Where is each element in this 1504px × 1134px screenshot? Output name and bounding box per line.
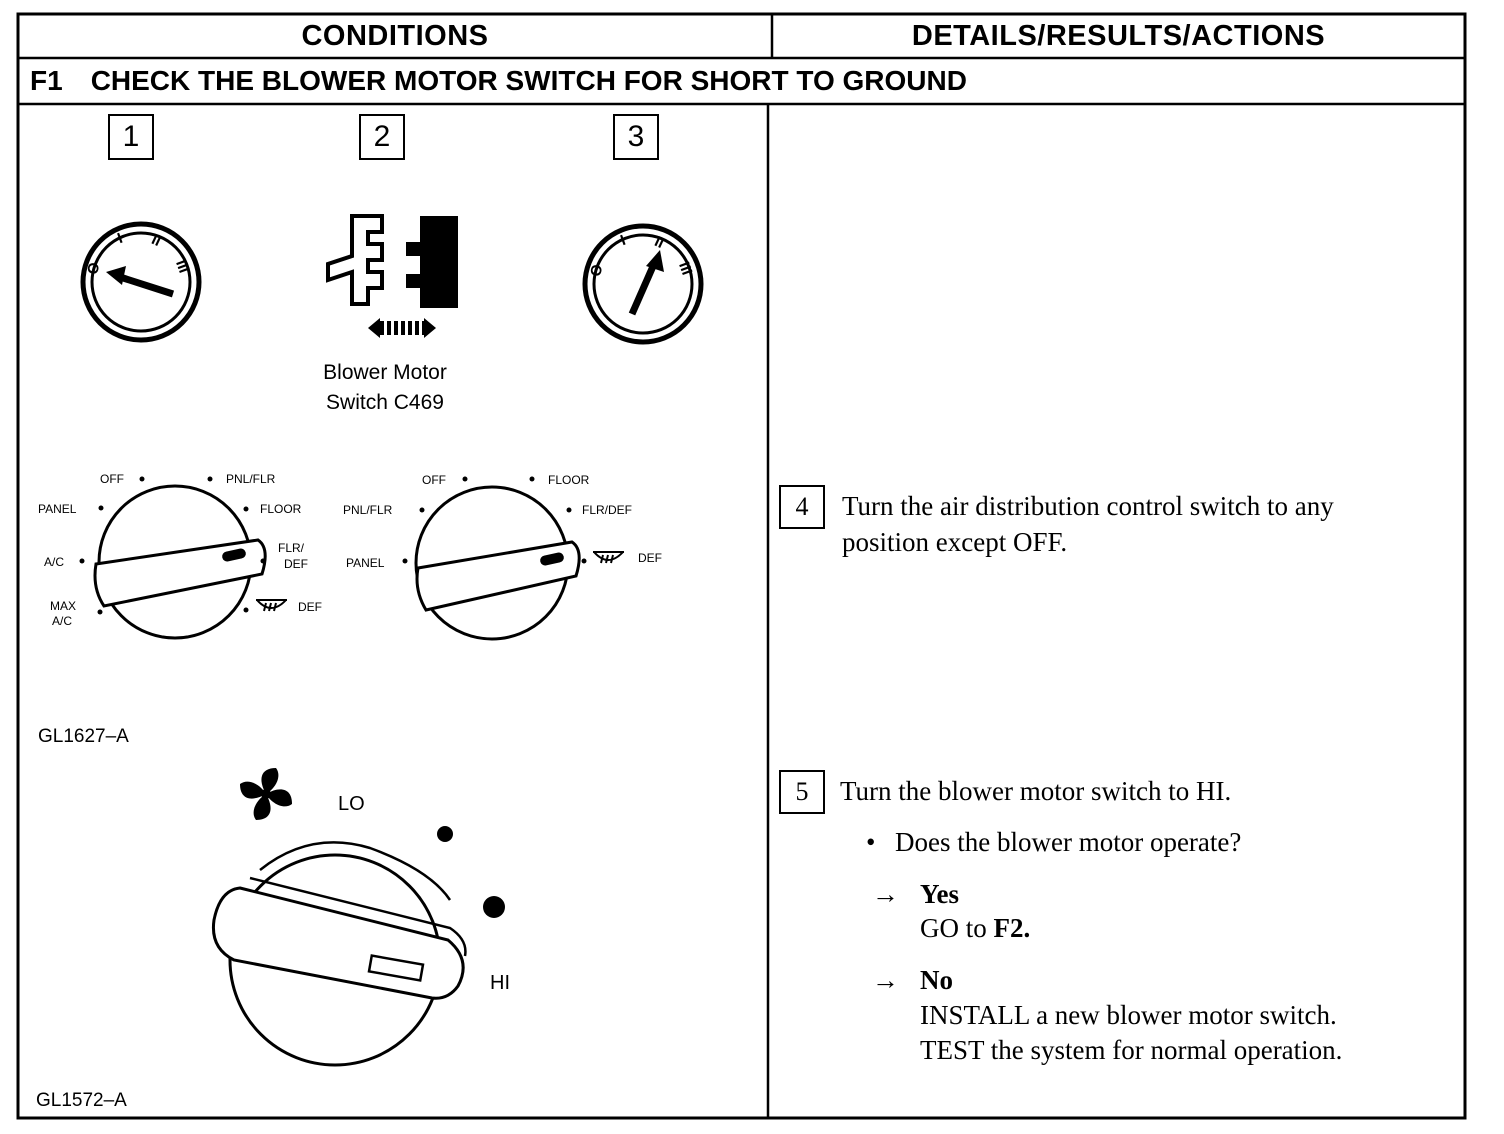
yes-action-target[interactable]: F2. [993, 913, 1031, 943]
step-box-5: 5 [779, 770, 825, 814]
switch-label-line1: Blower Motor [323, 361, 447, 384]
no-label: No [920, 965, 953, 995]
step-box-1: 1 [108, 114, 154, 160]
dialL-max-ac-2: A/C [52, 614, 73, 628]
test-id: F1 [30, 65, 63, 96]
step-box-2: 2 [359, 114, 405, 160]
fan-icon [240, 768, 292, 820]
switch-label-line2: Switch C469 [326, 391, 444, 414]
ignition-switch-off-icon [80, 221, 202, 343]
test-title: F1 CHECK THE BLOWER MOTOR SWITCH FOR SHO… [30, 60, 967, 102]
air-distribution-dial-left-icon [79, 476, 287, 640]
blower-speed-knob-icon [211, 768, 505, 1067]
yes-action-pre: GO to [920, 913, 994, 943]
figure-code-2: GL1572–A [36, 1090, 127, 1111]
step5-bullet-text: Does the blower motor operate? [895, 827, 1242, 857]
dialL-def: DEF [298, 600, 322, 614]
air-distribution-dial-right-icon [402, 476, 624, 641]
step5-bullet-marker: • [866, 827, 876, 857]
no-action-line1: INSTALL a new blower motor switch. [920, 1000, 1337, 1030]
no-action-line2: TEST the system for normal operation. [920, 1035, 1343, 1065]
blower-connector-icon [326, 214, 458, 338]
dialR-off: OFF [422, 473, 446, 487]
dialL-flr-def-2: DEF [284, 557, 308, 571]
dialR-pnl-flr: PNL/FLR [343, 503, 393, 517]
yes-label: Yes [920, 879, 959, 909]
step-box-4: 4 [779, 485, 825, 529]
dialR-flr-def: FLR/DEF [582, 503, 633, 517]
step4-line2: position except OFF. [842, 527, 1068, 557]
step-box-3: 3 [613, 114, 659, 160]
ignition-switch-on-icon [582, 223, 704, 345]
yes-action: GO to F2. [920, 910, 1030, 946]
dialL-max-ac-1: MAX [50, 599, 77, 613]
figure-code-1: GL1627–A [38, 726, 129, 747]
details-header: DETAILS/RESULTS/ACTIONS [911, 19, 1326, 52]
dialR-floor: FLOOR [548, 473, 590, 487]
step4-line1: Turn the air distribution control switch… [842, 491, 1334, 521]
dialR-panel: PANEL [346, 556, 385, 570]
dialL-pnl-flr: PNL/FLR [226, 472, 276, 486]
dialL-panel: PANEL [38, 502, 77, 516]
conditions-header: CONDITIONS [301, 19, 489, 52]
dialR-def: DEF [638, 551, 662, 565]
speed-hi-label: HI [490, 972, 510, 994]
dialL-floor: FLOOR [260, 502, 302, 516]
test-title-text: CHECK THE BLOWER MOTOR SWITCH FOR SHORT … [90, 65, 967, 96]
dialL-off: OFF [100, 472, 124, 486]
speed-lo-label: LO [338, 793, 365, 815]
dialL-flr-def-1: FLR/ [278, 541, 305, 555]
yes-arrow-icon: → [872, 879, 899, 909]
dialL-ac: A/C [44, 555, 65, 569]
no-arrow-icon: → [872, 965, 899, 995]
step5-text: Turn the blower motor switch to HI. [840, 776, 1232, 806]
